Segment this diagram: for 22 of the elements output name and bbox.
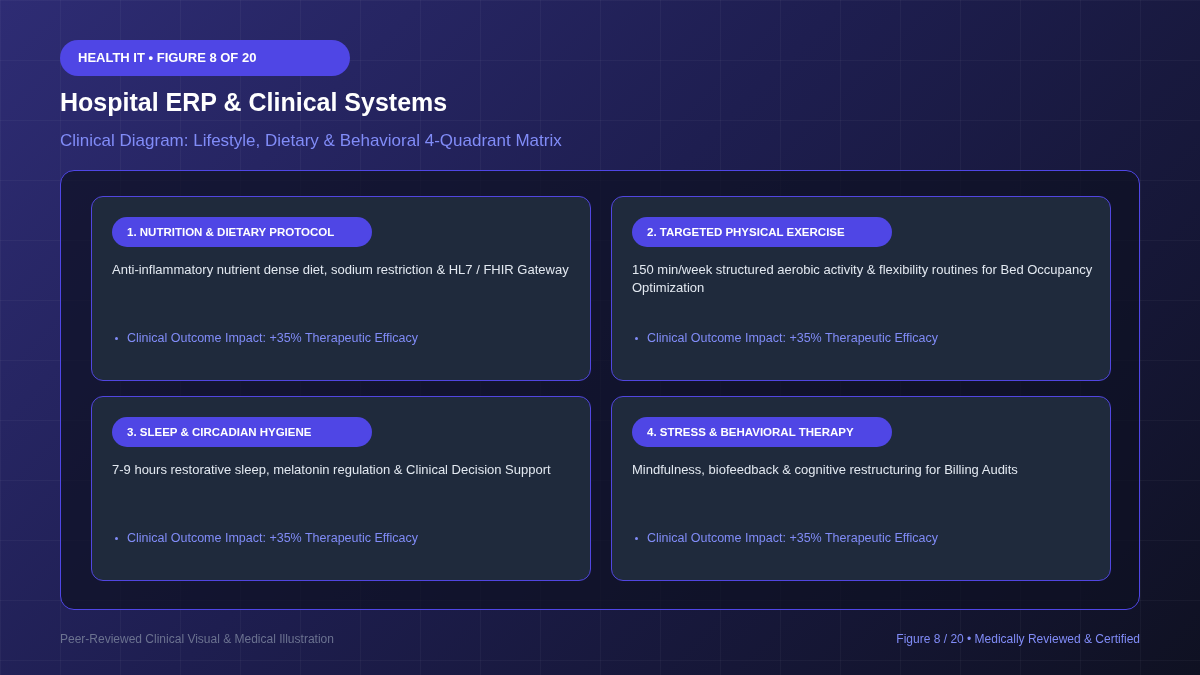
- matrix-panel: [60, 170, 1140, 610]
- impact-text: Clinical Outcome Impact: +35% Therapeutic Efficacy: [647, 531, 938, 545]
- quadrant-card: [611, 196, 1111, 381]
- section-tag: 4. STRESS & BEHAVIORAL THERAPY: [632, 417, 892, 447]
- description-text: 150 min/week structured aerobic activity & flexibility routines for Bed Occupancy Optimization: [632, 261, 1094, 297]
- quadrant-card: [91, 396, 591, 581]
- quadrant-card: [611, 396, 1111, 581]
- quadrant-card: [91, 196, 591, 381]
- section-tag: 3. SLEEP & CIRCADIAN HYGIENE: [112, 417, 372, 447]
- section-tag: 1. NUTRITION & DIETARY PROTOCOL: [112, 217, 372, 247]
- description-text: 7-9 hours restorative sleep, melatonin regulation & Clinical Decision Support: [112, 461, 552, 479]
- category-badge: HEALTH IT • FIGURE 8 OF 20: [60, 40, 350, 76]
- impact-text: Clinical Outcome Impact: +35% Therapeutic Efficacy: [647, 331, 938, 345]
- subtitle: Clinical Diagram: Lifestyle, Dietary & Behavioral 4-Quadrant Matrix: [60, 131, 562, 151]
- description-text: Anti-inflammatory nutrient dense diet, sodium restriction & HL7 / FHIR Gateway: [112, 261, 570, 279]
- impact-text: Clinical Outcome Impact: +35% Therapeutic Efficacy: [127, 331, 418, 345]
- footer-text: Figure 8 / 20 • Medically Reviewed & Certified: [896, 632, 1140, 646]
- title: Hospital ERP & Clinical Systems: [60, 88, 448, 117]
- impact-text: Clinical Outcome Impact: +35% Therapeutic Efficacy: [127, 531, 418, 545]
- description-text: Mindfulness, biofeedback & cognitive restructuring for Billing Audits: [632, 461, 1019, 479]
- footer-text: Peer-Reviewed Clinical Visual & Medical Illustration: [60, 632, 334, 646]
- section-tag: 2. TARGETED PHYSICAL EXERCISE: [632, 217, 892, 247]
